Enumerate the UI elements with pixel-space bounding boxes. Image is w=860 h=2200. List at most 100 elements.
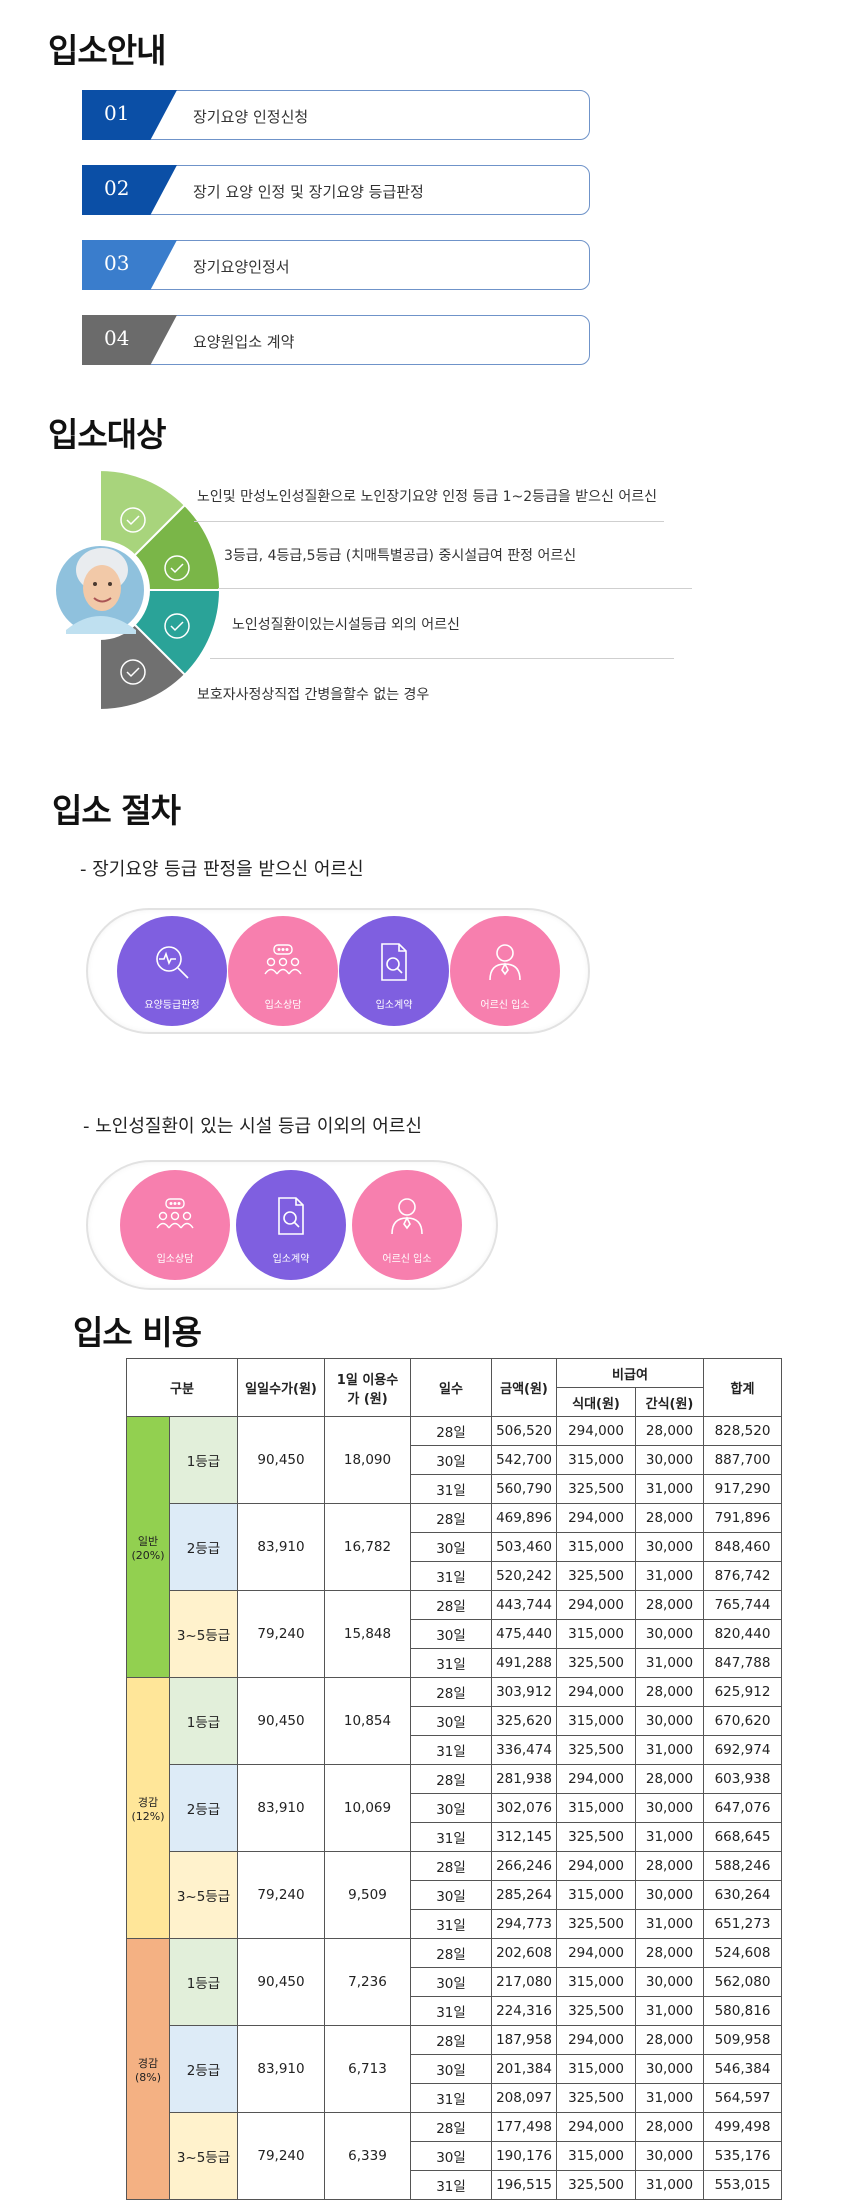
- days-cell: 28일: [410, 2112, 492, 2142]
- snack-cell: 31,000: [635, 1735, 704, 1765]
- total-cell: 692,974: [703, 1735, 782, 1765]
- document-search-icon: [278, 1197, 304, 1235]
- days-cell: 30일: [410, 1793, 492, 1823]
- days-cell: 31일: [410, 2083, 492, 2113]
- total-cell: 670,620: [703, 1706, 782, 1736]
- header-category: 구분: [126, 1358, 238, 1417]
- amount-cell: 312,145: [491, 1822, 557, 1852]
- meal-cell: 294,000: [556, 2112, 636, 2142]
- days-cell: 30일: [410, 1445, 492, 1475]
- amount-cell: 503,460: [491, 1532, 557, 1562]
- daily-copay-cell: 10,854: [324, 1677, 411, 1765]
- meal-cell: 325,500: [556, 1474, 636, 1504]
- guide-step-number-badge: 01: [82, 90, 177, 140]
- grade-cell: 2등급: [169, 1503, 238, 1591]
- person-icon: [391, 1198, 423, 1235]
- amount-cell: 506,520: [491, 1416, 557, 1446]
- meal-cell: 325,500: [556, 1822, 636, 1852]
- days-cell: 31일: [410, 1996, 492, 2026]
- daily-fee-cell: 90,450: [237, 1416, 325, 1504]
- target-divider: [218, 588, 692, 589]
- amount-cell: 208,097: [491, 2083, 557, 2113]
- meal-cell: 294,000: [556, 1416, 636, 1446]
- total-cell: 564,597: [703, 2083, 782, 2113]
- person-icon: [489, 944, 521, 981]
- amount-cell: 560,790: [491, 1474, 557, 1504]
- header-daily-copay: 1일 이용수가 (원): [324, 1358, 411, 1417]
- check-icon: [120, 507, 146, 533]
- header-non-covered: 비급여: [556, 1358, 704, 1388]
- days-cell: 28일: [410, 1416, 492, 1446]
- group-cell: 경감 (8%): [126, 1938, 170, 2200]
- guide-step-4: 04 요양원입소 계약: [82, 315, 590, 365]
- magnifier-pulse-icon: [156, 946, 189, 979]
- group-cell: 경감 (12%): [126, 1677, 170, 1939]
- check-icon: [120, 659, 146, 685]
- meal-cell: 294,000: [556, 1764, 636, 1794]
- daily-fee-cell: 79,240: [237, 1851, 325, 1939]
- grade-cell: 2등급: [169, 2025, 238, 2113]
- consultation-people-icon: [156, 1198, 194, 1229]
- grade-cell: 3~5등급: [169, 1590, 238, 1678]
- grade-cell: 3~5등급: [169, 1851, 238, 1939]
- amount-cell: 542,700: [491, 1445, 557, 1475]
- guide-step-number-badge: 04: [82, 315, 177, 365]
- meal-cell: 325,500: [556, 2170, 636, 2200]
- target-item-4: 보호자사정상직접 간병을할수 없는 경우: [197, 687, 430, 703]
- snack-cell: 30,000: [635, 1706, 704, 1736]
- admission-cost-table: 구분 일일수가(원) 1일 이용수가 (원) 일수 금액(원) 비급여 합계 식…: [126, 1358, 782, 2200]
- total-cell: 887,700: [703, 1445, 782, 1475]
- guide-step-label: 요양원입소 계약: [193, 333, 295, 351]
- daily-fee-cell: 79,240: [237, 1590, 325, 1678]
- meal-cell: 315,000: [556, 1967, 636, 1997]
- daily-fee-cell: 90,450: [237, 1938, 325, 2026]
- guide-step-label: 장기요양인정서: [193, 258, 290, 276]
- snack-cell: 30,000: [635, 1532, 704, 1562]
- daily-fee-cell: 83,910: [237, 1764, 325, 1852]
- days-cell: 30일: [410, 2141, 492, 2171]
- target-fan-graphic: [50, 470, 222, 712]
- meal-cell: 294,000: [556, 2025, 636, 2055]
- grade-cell: 1등급: [169, 1677, 238, 1765]
- elderly-woman-photo: [56, 546, 144, 634]
- flow-b-step-contract: 입소계약: [236, 1170, 346, 1280]
- meal-cell: 325,500: [556, 1996, 636, 2026]
- snack-cell: 31,000: [635, 2170, 704, 2200]
- check-icon: [164, 555, 190, 581]
- daily-copay-cell: 18,090: [324, 1416, 411, 1504]
- days-cell: 28일: [410, 1677, 492, 1707]
- daily-fee-cell: 79,240: [237, 2112, 325, 2200]
- snack-cell: 28,000: [635, 2112, 704, 2142]
- days-cell: 28일: [410, 1938, 492, 1968]
- snack-cell: 31,000: [635, 1474, 704, 1504]
- amount-cell: 336,474: [491, 1735, 557, 1765]
- snack-cell: 28,000: [635, 1851, 704, 1881]
- flow-a-step-contract: 입소계약: [339, 916, 449, 1026]
- snack-cell: 31,000: [635, 1996, 704, 2026]
- meal-cell: 315,000: [556, 1445, 636, 1475]
- daily-fee-cell: 90,450: [237, 1677, 325, 1765]
- meal-cell: 315,000: [556, 1793, 636, 1823]
- days-cell: 31일: [410, 1648, 492, 1678]
- target-item-2: 3등급, 4등급,5등급 (치매특별공급) 중시설급여 판정 어르신: [224, 548, 577, 564]
- amount-cell: 217,080: [491, 1967, 557, 1997]
- snack-cell: 30,000: [635, 1619, 704, 1649]
- amount-cell: 281,938: [491, 1764, 557, 1794]
- meal-cell: 315,000: [556, 1706, 636, 1736]
- admission-guide-title: 입소안내: [48, 31, 166, 70]
- total-cell: 546,384: [703, 2054, 782, 2084]
